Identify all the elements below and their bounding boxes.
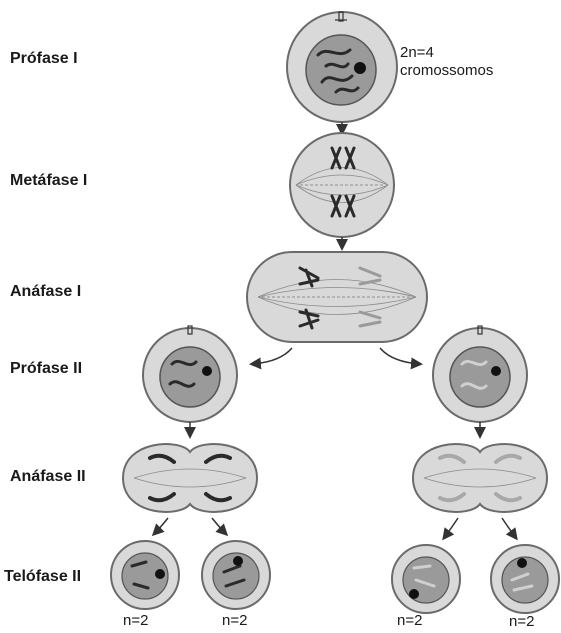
cell-prophase-1 xyxy=(287,12,397,122)
cell-metaphase-1 xyxy=(290,133,394,237)
arrow-curved-right-icon xyxy=(380,348,420,364)
daughter-cell-1 xyxy=(111,541,179,609)
daughter-cell-count-2: n=2 xyxy=(222,612,247,629)
nucleolus xyxy=(354,62,366,74)
cell-prophase-2-right xyxy=(433,326,527,422)
label-prophase-2: Prófase II xyxy=(10,360,82,378)
cell-anaphase-1 xyxy=(247,252,427,342)
daughter-cell-3 xyxy=(392,545,460,613)
cell-anaphase-2-right xyxy=(413,444,547,512)
arrow-curved-left-icon xyxy=(252,348,292,364)
cell-anaphase-2-left xyxy=(123,444,257,512)
label-anaphase-2: Anáfase II xyxy=(10,468,86,486)
label-anaphase-1: Anáfase I xyxy=(10,283,81,301)
nucleolus xyxy=(491,366,501,376)
arrow-curved-right-icon xyxy=(502,518,516,538)
arrow-curved-left-icon xyxy=(154,518,168,534)
daughter-cell-2 xyxy=(202,541,270,609)
note-line-ploidy: 2n=4 xyxy=(400,44,493,62)
note-line-chromosomes: cromossomos xyxy=(400,62,493,80)
label-metaphase-1: Metáfase I xyxy=(10,172,87,190)
daughter-cell-count-1: n=2 xyxy=(123,612,148,629)
chromosome-count-note: 2n=4 cromossomos xyxy=(400,44,493,80)
nucleolus xyxy=(202,366,212,376)
daughter-cell-count-3: n=2 xyxy=(397,612,422,629)
label-prophase-1: Prófase I xyxy=(10,50,78,68)
arrow-curved-left-icon xyxy=(444,518,458,538)
arrow-curved-right-icon xyxy=(212,518,226,534)
daughter-cell-count-4: n=2 xyxy=(509,613,534,630)
cell-prophase-2-left xyxy=(143,326,237,422)
label-telophase-2: Telófase II xyxy=(4,568,81,586)
daughter-cell-4 xyxy=(491,545,559,613)
